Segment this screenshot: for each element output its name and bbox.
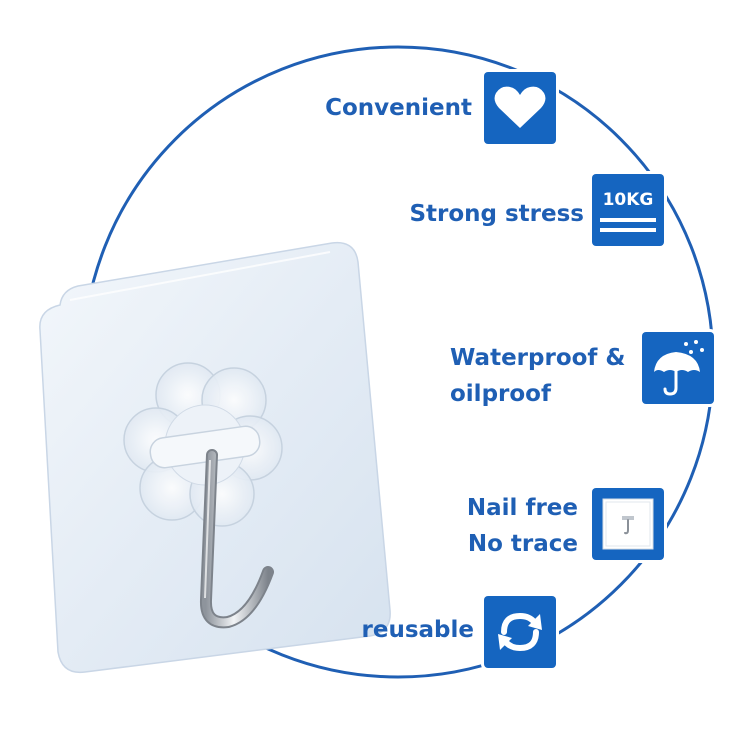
feature-waterproof-line-2: oilproof [450,381,551,407]
feature-waterproof-label: Waterproof & oilproof [450,340,626,412]
umbrella-rain-icon [642,332,714,404]
feature-nail-free-label: Nail free No trace [440,490,578,562]
heart-icon [484,72,556,144]
weight-10kg-icon: 10KG [592,174,664,246]
flower-base [123,362,283,527]
feature-nail-free-line-2: No trace [467,531,578,557]
feature-convenient-label: Convenient [325,95,472,121]
feature-nail-free-line-1: Nail free [466,495,578,521]
feature-waterproof-line-1: Waterproof & [450,345,626,371]
hook-frame-icon [592,488,664,560]
feature-strong-stress-label: Strong stress [409,201,584,227]
recycle-arrows-icon [484,596,556,668]
badge-10kg-text: 10KG [603,190,654,210]
feature-reusable-label: reusable [361,617,474,643]
